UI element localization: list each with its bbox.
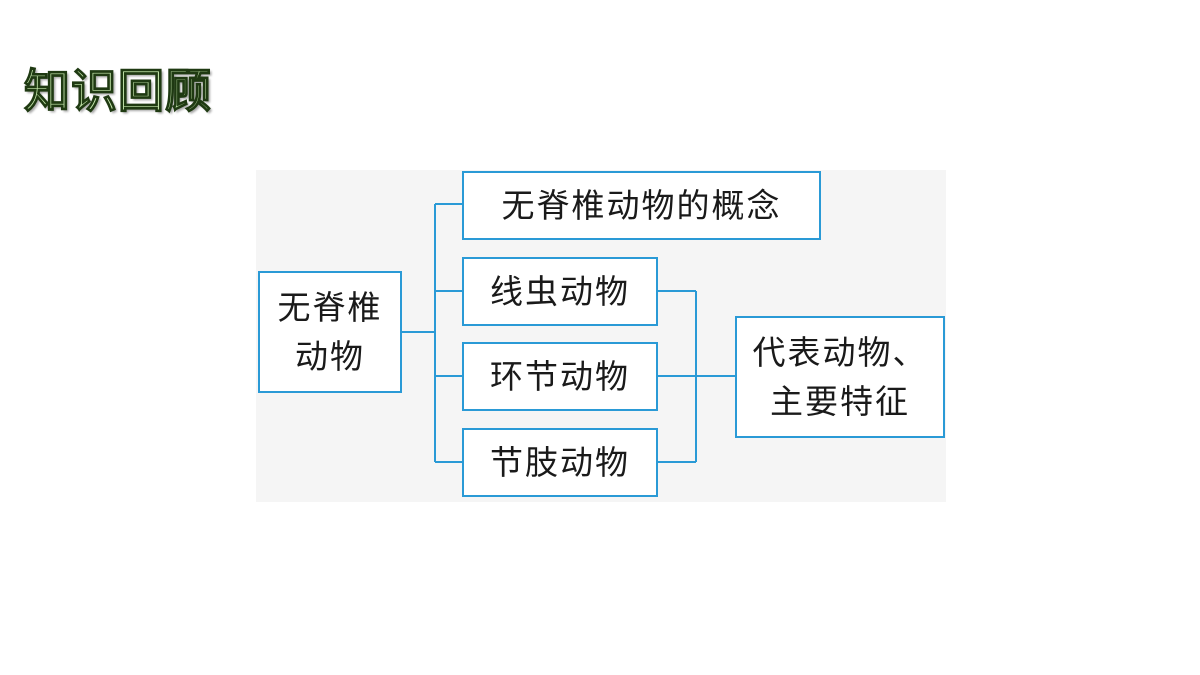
page-title: 知识回顾 — [23, 64, 212, 118]
summary-node-line-1: 代表动物、 — [752, 332, 928, 372]
root-node-line-2: 动物 — [295, 337, 365, 376]
concept-node: 无脊椎动物的概念 — [462, 171, 821, 240]
summary-node: 代表动物、 主要特征 — [735, 316, 945, 438]
root-node: 无脊椎 动物 — [258, 271, 402, 393]
summary-node-line-2: 主要特征 — [770, 382, 910, 421]
root-node-line-1: 无脊椎 — [277, 287, 383, 327]
group-node-2: 环节动物 — [462, 342, 658, 411]
group-node-3: 节肢动物 — [462, 428, 658, 497]
group-node-1: 线虫动物 — [462, 257, 658, 326]
